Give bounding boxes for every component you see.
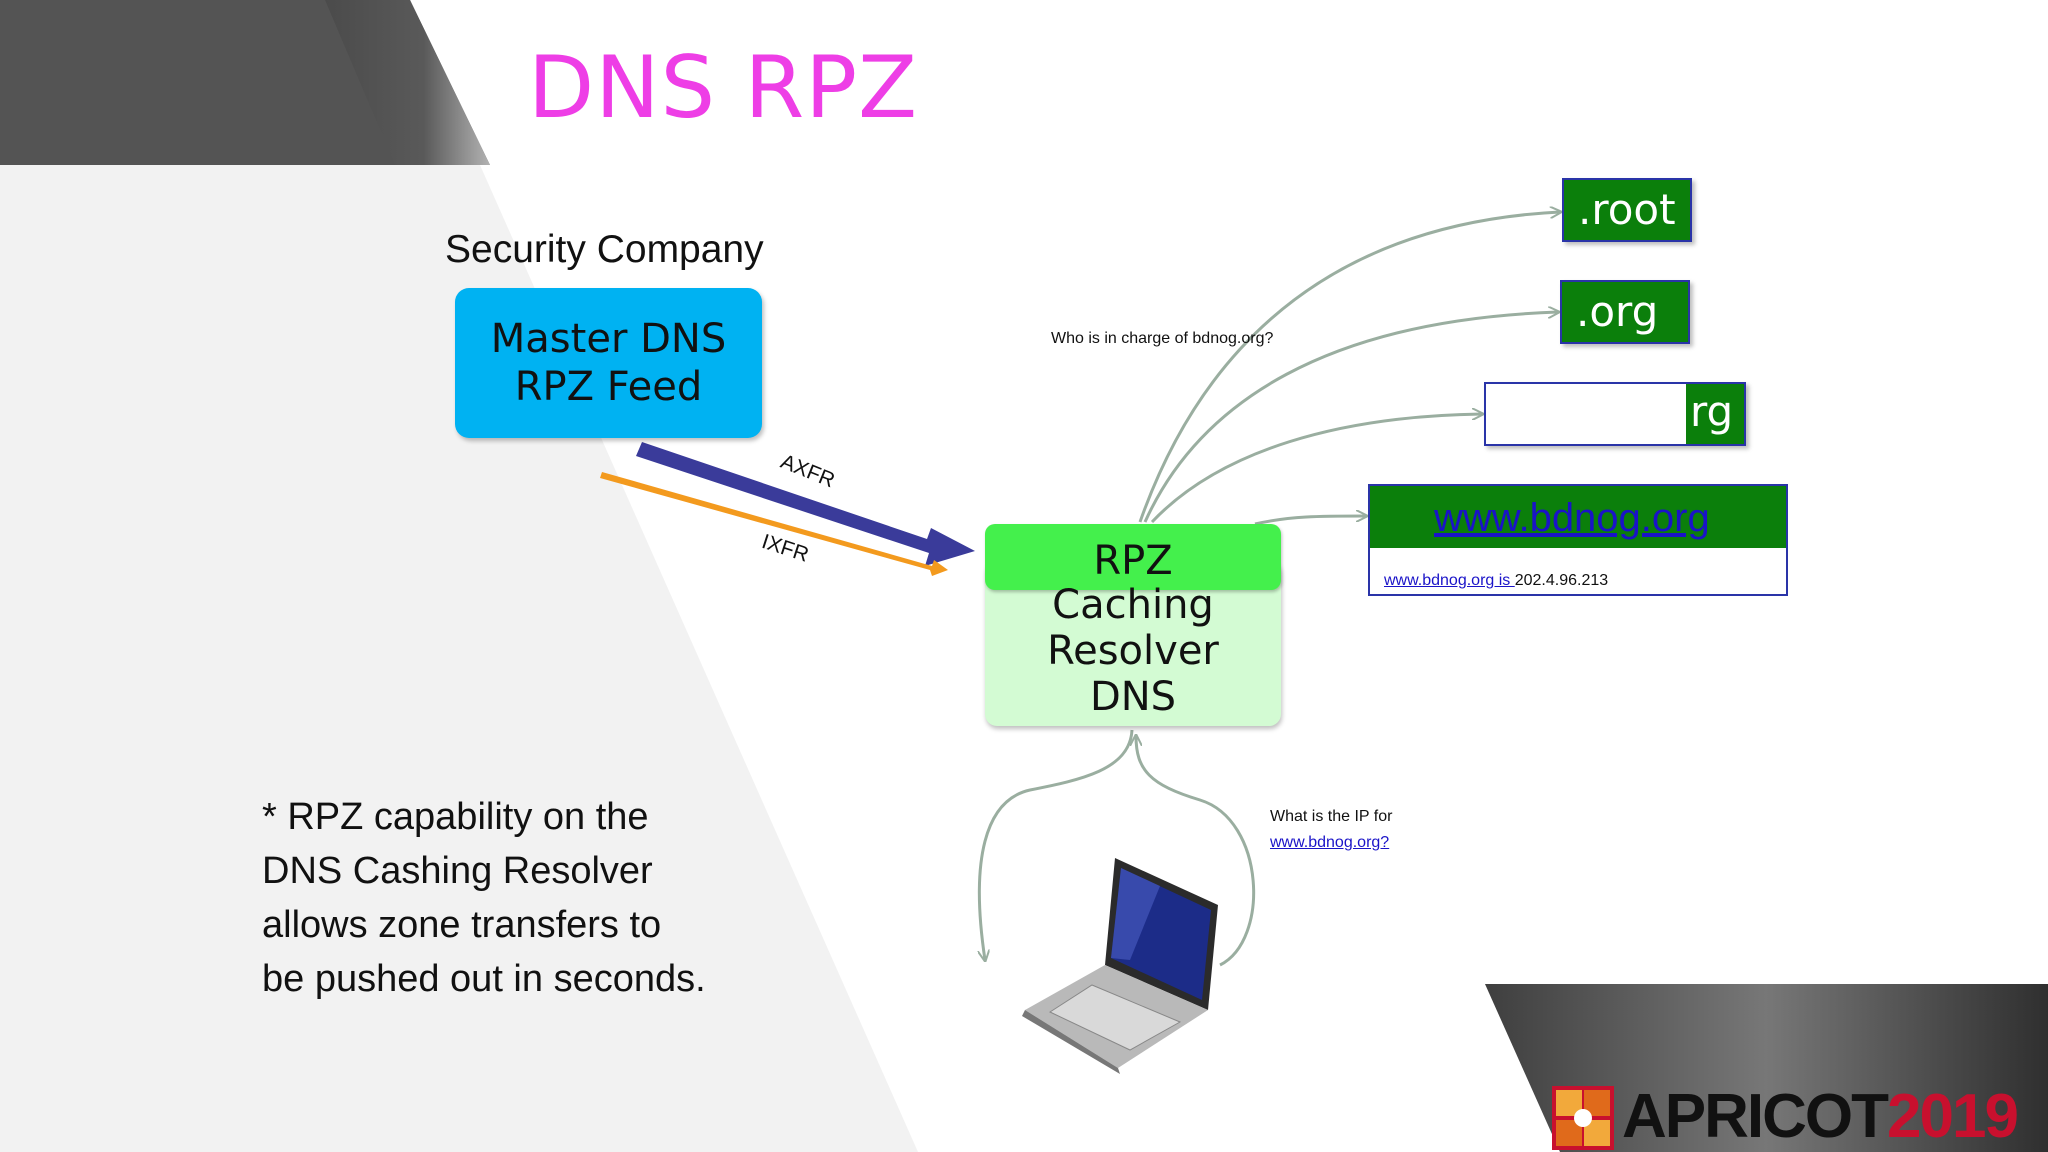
arc-to-www	[1254, 516, 1366, 526]
arc-to-root	[1138, 212, 1560, 523]
www-zone-box: www.bdnog.org www.bdnog.org is 202.4.96.…	[1368, 484, 1788, 596]
question-ip: What is the IP for www.bdnog.org?	[1270, 804, 1392, 856]
note-text: * RPZ capability on the DNS Cashing Reso…	[262, 790, 706, 1006]
resolver-line4: DNS	[1089, 674, 1177, 720]
ixfr-arrow	[600, 472, 948, 576]
rg-zone-box: rg	[1484, 382, 1746, 446]
loop-right-arrow	[1136, 736, 1256, 967]
security-company-label: Security Company	[445, 228, 764, 271]
www-zone-link[interactable]: www.bdnog.org	[1434, 496, 1710, 540]
apricot-emblem-icon	[1552, 1086, 1614, 1150]
org-zone-box: .org	[1560, 280, 1690, 344]
note-line3: allows zone transfers to	[262, 904, 662, 946]
master-line2: RPZ Feed	[514, 364, 703, 410]
apricot-wordmark: APRICOT2019	[1622, 1082, 2019, 1152]
master-dns-box: Master DNS RPZ Feed	[455, 288, 762, 438]
note-line4: be pushed out in seconds.	[262, 958, 706, 1000]
resolver-line3: Resolver	[1047, 628, 1219, 674]
left-panel	[0, 165, 918, 1152]
question-ip-link[interactable]: www.bdnog.org?	[1270, 834, 1390, 851]
note-line2: DNS Cashing Resolver	[262, 850, 653, 892]
note-line1: * RPZ capability on the	[262, 796, 649, 838]
apricot-logo: APRICOT2019	[1548, 1082, 2048, 1152]
answer-ip: 202.4.96.213	[1514, 572, 1609, 589]
question-ip-line1: What is the IP for	[1270, 808, 1393, 825]
axfr-arrow	[636, 442, 975, 566]
footer-band	[1485, 984, 2048, 1152]
root-zone-box: .root	[1562, 178, 1692, 242]
header-texture	[325, 0, 490, 165]
slide-title: DNS RPZ	[528, 38, 919, 138]
www-zone-header	[1370, 486, 1786, 548]
master-line1: Master DNS	[490, 316, 727, 362]
rg-zone-label: rg	[1686, 384, 1744, 444]
resolver-header	[985, 524, 1281, 590]
question-top: Who is in charge of bdnog.org?	[1051, 330, 1274, 347]
answer-link[interactable]: www.bdnog.org is	[1384, 572, 1515, 589]
arc-to-org	[1143, 312, 1558, 523]
answer-text: www.bdnog.org is 202.4.96.213	[1384, 572, 1608, 590]
loop-left-arrow	[979, 729, 1134, 960]
resolver-line2: Caching	[1052, 582, 1214, 628]
arc-to-rg	[1150, 414, 1482, 524]
resolver-line1: RPZ	[1093, 538, 1173, 584]
apricot-word: APRICOT	[1622, 1082, 1889, 1151]
laptop-icon	[1022, 858, 1218, 1074]
apricot-year: 2019	[1887, 1082, 2019, 1151]
